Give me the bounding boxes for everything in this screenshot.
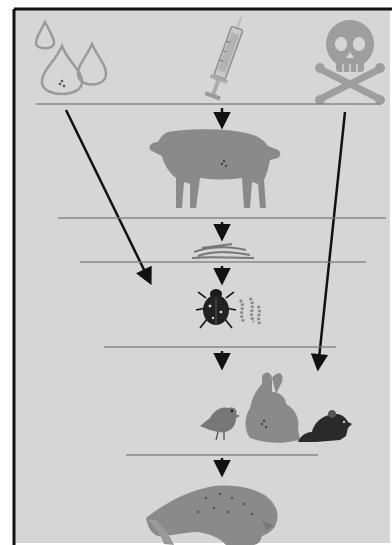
food-chain-diagram: [0, 0, 392, 545]
